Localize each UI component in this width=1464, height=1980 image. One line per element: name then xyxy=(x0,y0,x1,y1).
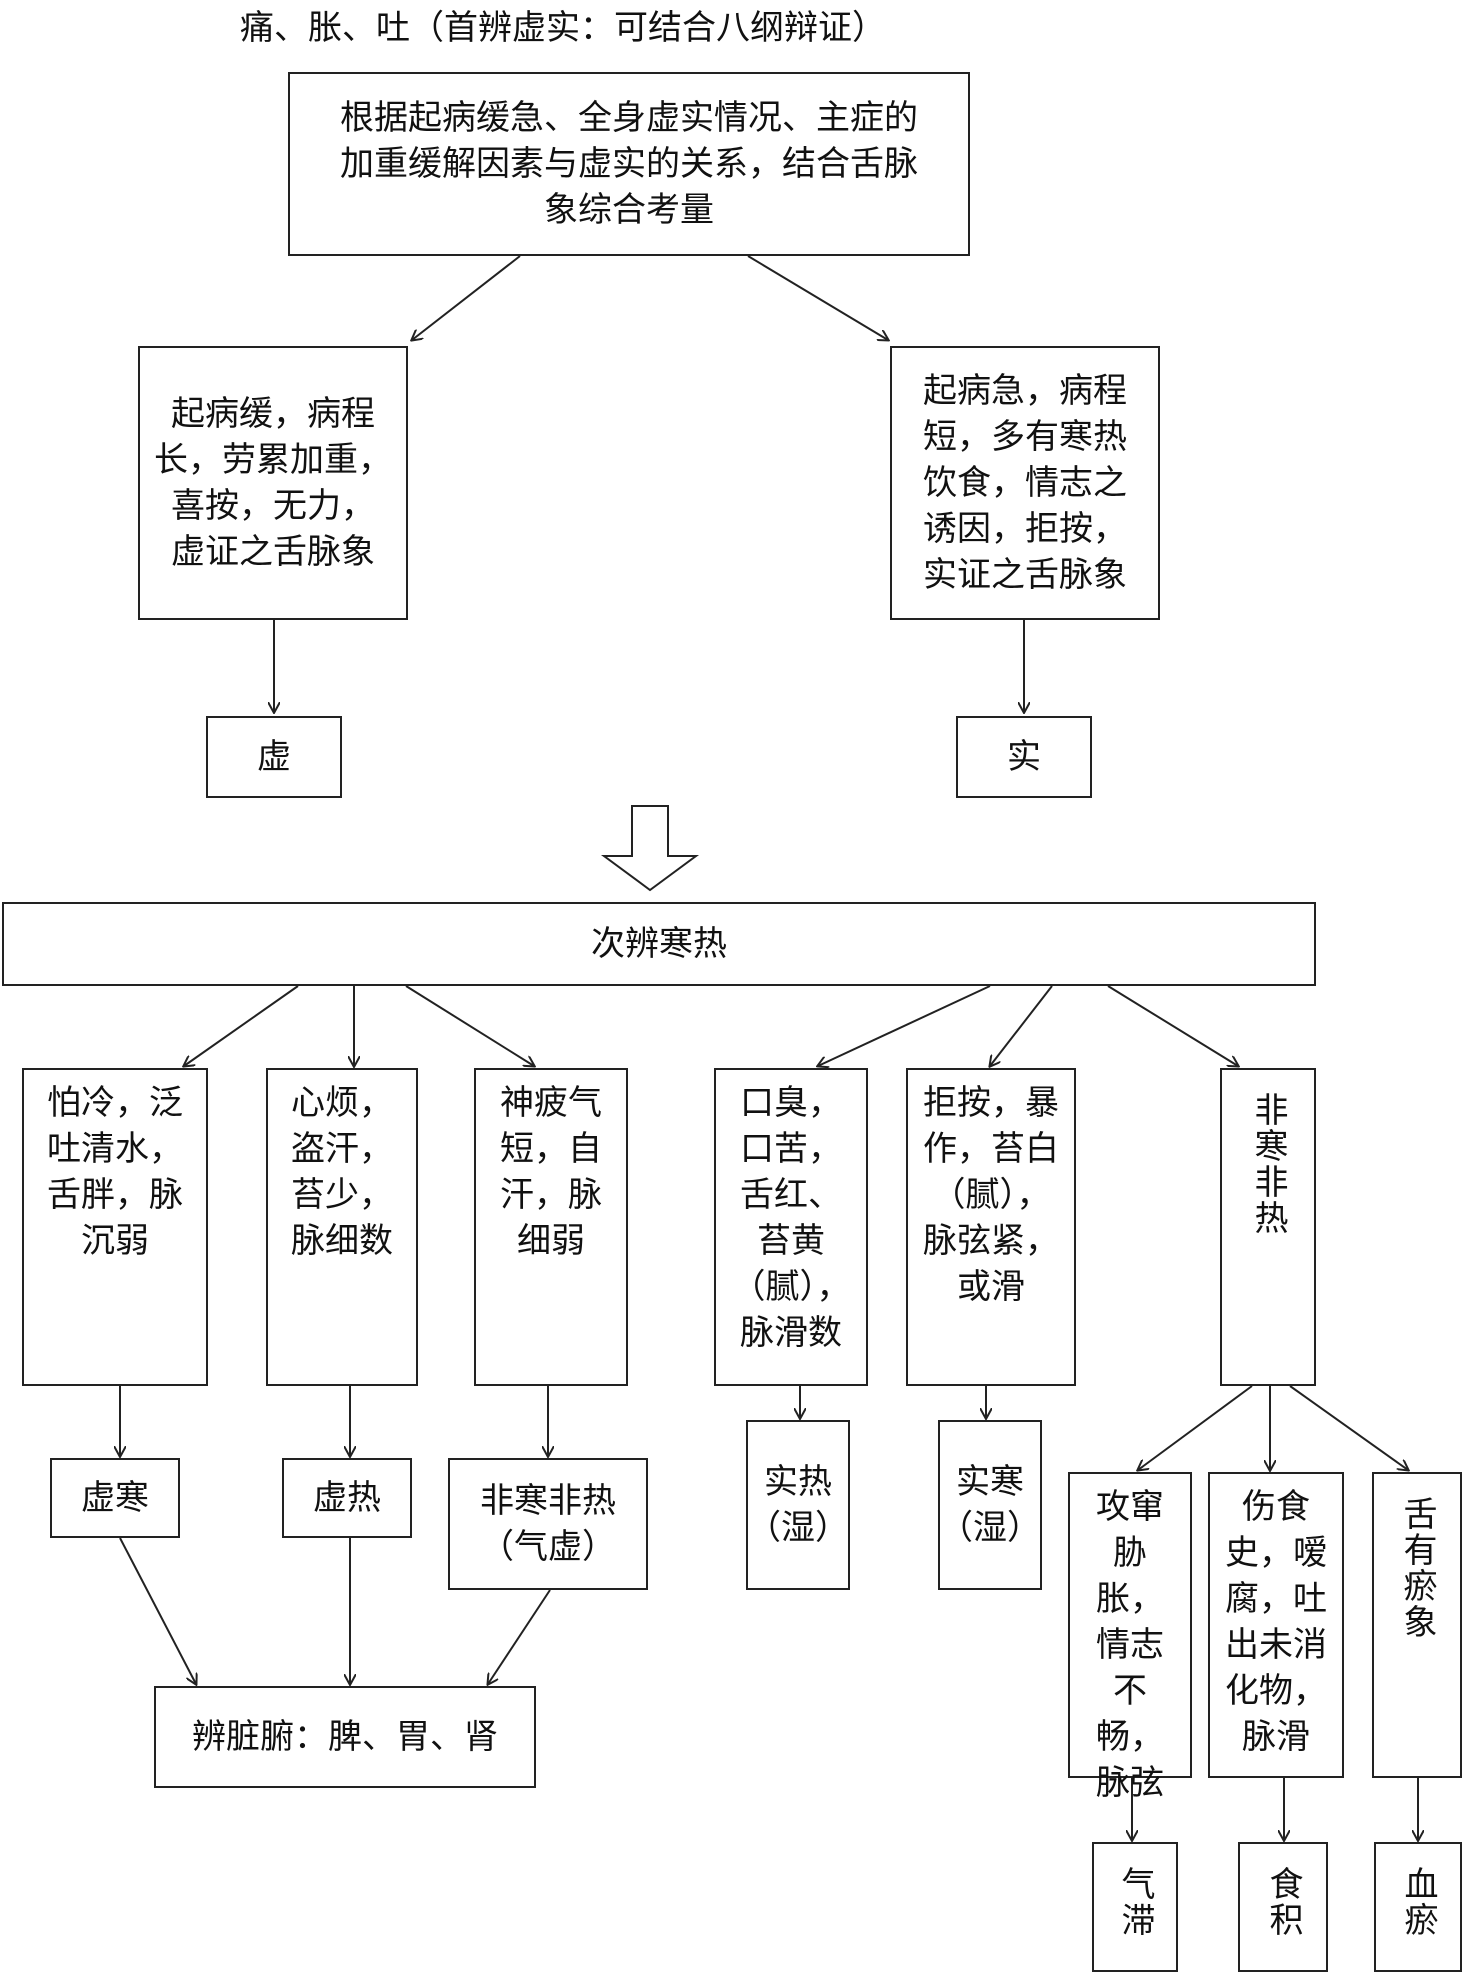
arrow-to-excess-cold-signs xyxy=(990,985,1053,1066)
arrow-root-to-deficiency-signs xyxy=(412,255,521,340)
qi-stagnation-signs-box: 攻窜 胁胀， 情志 不畅， 脉弦 xyxy=(1068,1472,1192,1803)
arrow-cold-deficiency-to-organs xyxy=(119,1537,196,1684)
arrow-root-to-excess-signs xyxy=(747,255,888,340)
excess-signs-box: 起病急，病程 短，多有寒热 饮食，情志之 诱因，拒按， 实证之舌脉象 xyxy=(890,346,1160,620)
food-retention-signs-box: 伤食 史，嗳 腐，吐 出未消 化物， 脉滑 xyxy=(1208,1472,1344,1778)
arrow-to-excess-heat-signs xyxy=(818,985,991,1066)
deficiency-signs-text: 起病缓，病程 长，劳累加重， 喜按，无力， 虚证之舌脉象 xyxy=(154,394,392,572)
heat-deficiency-box: 虚热 xyxy=(282,1458,412,1538)
cold-deficiency-box: 虚寒 xyxy=(50,1458,180,1538)
excess-cold-signs-box: 拒按，暴 作，苔白 （腻）， 脉弦紧， 或滑 xyxy=(906,1068,1076,1386)
heat-deficiency-text: 虚热 xyxy=(313,1478,381,1518)
excess-cold-box: 实寒 （湿） xyxy=(938,1420,1042,1590)
heat-deficiency-signs-box: 心烦， 盗汗， 苔少， 脉细数 xyxy=(266,1068,418,1386)
deficiency-signs-box: 起病缓，病程 长，劳累加重， 喜按，无力， 虚证之舌脉象 xyxy=(138,346,408,620)
root-criteria-text: 根据起病缓急、全身虚实情况、主症的 加重缓解因素与虚实的关系，结合舌脉 象综合考… xyxy=(340,98,918,230)
qi-stagnation-box: 气滞 xyxy=(1092,1842,1178,1972)
excess-signs-text: 起病急，病程 短，多有寒热 饮食，情志之 诱因，拒按， 实证之舌脉象 xyxy=(923,371,1127,595)
excess-heat-box: 实热 （湿） xyxy=(746,1420,850,1590)
root-criteria-box: 根据起病缓急、全身虚实情况、主症的 加重缓解因素与虚实的关系，结合舌脉 象综合考… xyxy=(288,72,970,256)
arrow-to-blood-stasis-signs xyxy=(1289,1385,1408,1470)
qi-deficiency-box: 非寒非热 （气虚） xyxy=(448,1458,648,1590)
organs-box: 辨脏腑：脾、胃、肾 xyxy=(154,1686,536,1788)
excess-box: 实 xyxy=(956,716,1092,798)
qi-stagnation-signs-text: 攻窜 胁胀， 情志 不畅， 脉弦 xyxy=(1096,1487,1164,1803)
arrow-to-qi-stagnation-signs xyxy=(1138,1385,1253,1470)
arrow-to-cold-deficiency-signs xyxy=(184,985,299,1066)
diagram-title: 痛、胀、吐（首辨虚实：可结合八纲辩证） xyxy=(240,8,886,48)
deficiency-box: 虚 xyxy=(206,716,342,798)
arrow-to-qi-deficiency-signs xyxy=(405,985,534,1066)
blood-stasis-signs-box: 舌有瘀象 xyxy=(1372,1472,1462,1778)
cold-deficiency-text: 虚寒 xyxy=(81,1478,149,1518)
arrow-to-neither xyxy=(1107,985,1238,1066)
hollow-down-arrow xyxy=(600,805,700,892)
excess-heat-signs-text: 口臭， 口苦， 舌红、 苔黄 （腻）， 脉滑数 xyxy=(731,1083,851,1353)
deficiency-text: 虚 xyxy=(257,737,291,777)
blood-stasis-text: 血瘀 xyxy=(1398,1866,1438,1938)
food-retention-text: 食积 xyxy=(1263,1866,1303,1938)
qi-deficiency-signs-box: 神疲气 短，自 汗，脉 细弱 xyxy=(474,1068,628,1386)
cold-heat-box: 次辨寒热 xyxy=(2,902,1316,986)
neither-box: 非寒非热 xyxy=(1220,1068,1316,1386)
neither-text: 非寒非热 xyxy=(1248,1092,1288,1236)
blood-stasis-signs-text: 舌有瘀象 xyxy=(1397,1496,1437,1640)
excess-heat-signs-box: 口臭， 口苦， 舌红、 苔黄 （腻）， 脉滑数 xyxy=(714,1068,868,1386)
heat-deficiency-signs-text: 心烦， 盗汗， 苔少， 脉细数 xyxy=(291,1083,393,1261)
food-retention-signs-text: 伤食 史，嗳 腐，吐 出未消 化物， 脉滑 xyxy=(1225,1487,1327,1757)
excess-text: 实 xyxy=(1007,737,1041,777)
food-retention-box: 食积 xyxy=(1238,1842,1328,1972)
qi-deficiency-signs-text: 神疲气 短，自 汗，脉 细弱 xyxy=(500,1083,602,1261)
cold-deficiency-signs-text: 怕冷，泛 吐清水， 舌胖，脉 沉弱 xyxy=(47,1083,183,1261)
cold-deficiency-signs-box: 怕冷，泛 吐清水， 舌胖，脉 沉弱 xyxy=(22,1068,208,1386)
excess-cold-text: 实寒 （湿） xyxy=(939,1462,1041,1548)
cold-heat-text: 次辨寒热 xyxy=(591,924,727,964)
blood-stasis-box: 血瘀 xyxy=(1374,1842,1462,1972)
qi-stagnation-text: 气滞 xyxy=(1115,1866,1155,1938)
excess-heat-text: 实热 （湿） xyxy=(747,1462,849,1548)
qi-deficiency-text: 非寒非热 （气虚） xyxy=(480,1481,616,1567)
arrow-qi-deficiency-to-organs xyxy=(488,1589,551,1684)
organs-text: 辨脏腑：脾、胃、肾 xyxy=(192,1717,498,1757)
excess-cold-signs-text: 拒按，暴 作，苔白 （腻）， 脉弦紧， 或滑 xyxy=(923,1083,1059,1307)
